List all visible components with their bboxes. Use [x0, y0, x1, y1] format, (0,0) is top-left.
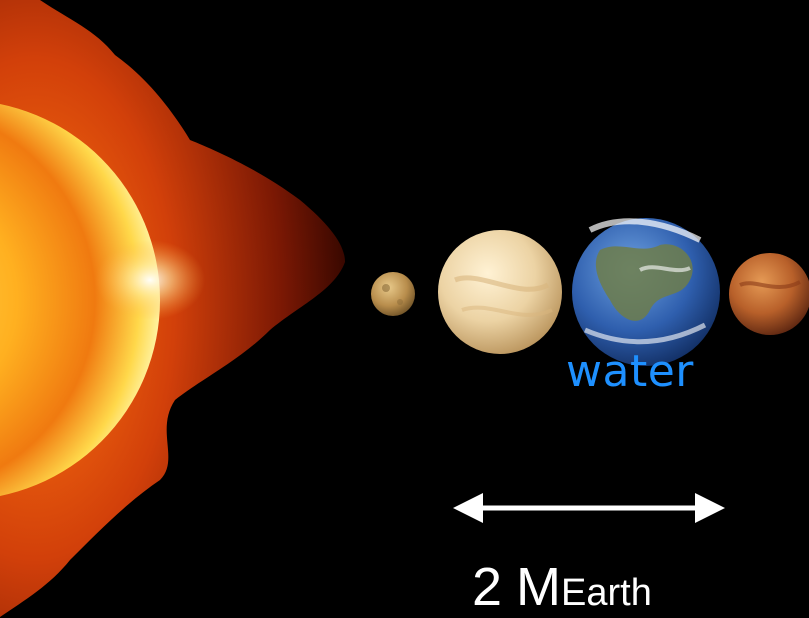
venus-planet-icon [438, 230, 562, 354]
water-label: water [566, 346, 694, 397]
earth-planet-icon [572, 218, 720, 366]
sun-icon [0, 0, 345, 617]
mars-planet-icon [729, 253, 809, 335]
mass-number: 2 [472, 557, 503, 617]
mass-subscript: Earth [561, 572, 652, 614]
mass-unit: M [516, 557, 562, 617]
mercury-planet-icon [371, 272, 415, 316]
